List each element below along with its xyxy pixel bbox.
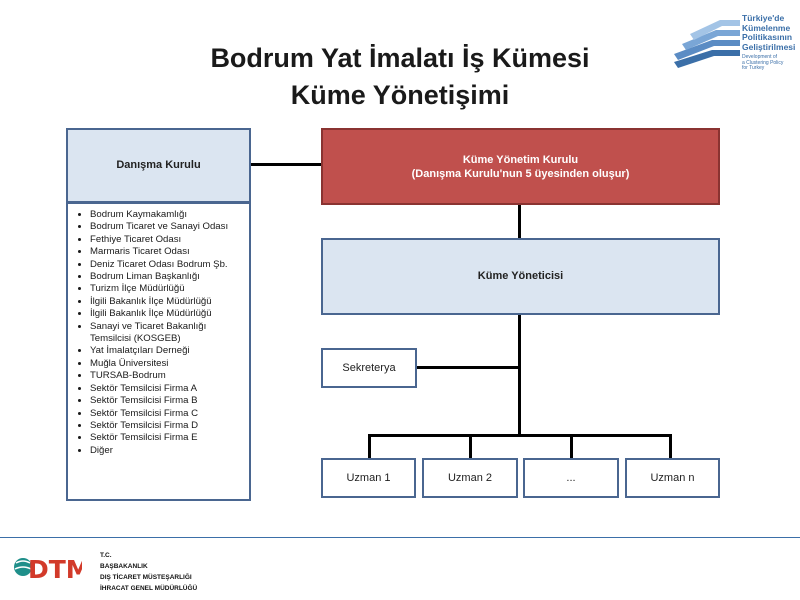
advisory-member-item: Muğla Üniversitesi <box>90 358 249 370</box>
manager-title: Küme Yöneticisi <box>477 270 564 282</box>
expert-box: Uzman n <box>625 458 720 498</box>
expert-label: ... <box>566 472 576 484</box>
advisory-member-item: Sektör Temsilcisi Firma E <box>90 432 249 444</box>
stairs-logo-icon <box>674 20 740 68</box>
logo-subtext: Development of a Clustering Policy for T… <box>742 54 784 72</box>
connector-advisory-board <box>249 163 323 166</box>
logo-sub-line: for Turkey <box>742 65 765 71</box>
connector-secretary <box>417 366 520 369</box>
advisory-member-item: İlgili Bakanlık İlçe Müdürlüğü <box>90 296 249 308</box>
advisory-member-item: Yat İmalatçıları Derneği <box>90 345 249 357</box>
dtm-logo-icon: DTM <box>14 555 91 584</box>
expert-label: Uzman 2 <box>447 472 493 484</box>
expert-box: Uzman 2 <box>422 458 518 498</box>
title-line-1: Bodrum Yat İmalatı İş Kümesi <box>210 43 590 73</box>
connector-expert-n <box>669 434 672 460</box>
advisory-member-item: Bodrum Liman Başkanlığı <box>90 271 249 283</box>
connector-expert-2 <box>469 434 472 460</box>
title-line-2: Küme Yönetişimi <box>290 80 510 110</box>
advisory-member-item: Bodrum Ticaret ve Sanayi Odası <box>90 221 249 233</box>
advisory-members-box: Bodrum KaymakamlığıBodrum Ticaret ve San… <box>66 202 251 501</box>
footer-line: T.C. <box>100 552 112 559</box>
logo-text: Türkiye'de Kümelenme Politikasının Geliş… <box>742 13 796 52</box>
connector-experts-bar <box>368 434 672 437</box>
advisory-member-item: Sektör Temsilcisi Firma B <box>90 395 249 407</box>
board-subtitle: (Danışma Kurulu'nun 5 üyesinden oluşur) <box>411 168 630 180</box>
advisory-member-item: Marmaris Ticaret Odası <box>90 246 249 258</box>
advisory-member-item: İlgili Bakanlık İlçe Müdürlüğü <box>90 308 249 320</box>
dtm-logo: DTM <box>12 550 91 589</box>
advisory-member-item: Turizm İlçe Müdürlüğü <box>90 283 249 295</box>
advisory-member-item: Sektör Temsilcisi Firma A <box>90 383 249 395</box>
advisory-board-title: Danışma Kurulu <box>116 159 201 171</box>
logo-line: Kümelenme <box>742 22 791 33</box>
footer-text: T.C. BAŞBAKANLIK DIŞ TİCARET MÜSTEŞARLIĞ… <box>100 550 197 594</box>
advisory-member-item: Sektör Temsilcisi Firma D <box>90 420 249 432</box>
org-chart: Danışma Kurulu Bodrum KaymakamlığıBodrum… <box>47 120 740 504</box>
connector-manager-experts <box>518 314 521 434</box>
connector-board-manager <box>518 203 521 239</box>
dtm-logo-text: DTM <box>28 555 82 584</box>
advisory-member-item: Deniz Ticaret Odası Bodrum Şb. <box>90 259 249 271</box>
expert-box: ... <box>523 458 619 498</box>
logo-sub-line: Development of <box>742 54 778 60</box>
advisory-member-item: Bodrum Kaymakamlığı <box>90 209 249 221</box>
board-title: Küme Yönetim Kurulu <box>462 154 579 166</box>
advisory-member-item: Sanayi ve Ticaret Bakanlığı Temsilcisi (… <box>90 321 249 346</box>
clustering-policy-logo <box>672 10 797 76</box>
footer-divider <box>0 537 800 538</box>
connector-expert-3 <box>570 434 573 460</box>
connector-expert-1 <box>368 434 371 460</box>
cluster-manager-box: Küme Yöneticisi <box>321 238 720 315</box>
expert-label: Uzman n <box>650 472 695 484</box>
logo-line: Politikasının <box>742 32 793 42</box>
footer-line: İHRACAT GENEL MÜDÜRLÜĞÜ <box>100 585 198 592</box>
advisory-member-item: Diğer <box>90 445 249 457</box>
secretary-box: Sekreterya <box>321 348 417 388</box>
expert-box: Uzman 1 <box>321 458 416 498</box>
logo-line: Türkiye'de <box>742 13 785 23</box>
slide-title: Bodrum Yat İmalatı İş Kümesi Küme Yöneti… <box>0 40 800 114</box>
advisory-member-item: Fethiye Ticaret Odası <box>90 234 249 246</box>
advisory-member-item: Sektör Temsilcisi Firma C <box>90 408 249 420</box>
logo-sub-line: a Clustering Policy <box>742 59 784 66</box>
advisory-members-list: Bodrum KaymakamlığıBodrum Ticaret ve San… <box>68 209 249 457</box>
advisory-member-item: TURSAB-Bodrum <box>90 370 249 382</box>
expert-label: Uzman 1 <box>346 472 391 484</box>
advisory-board-box: Danışma Kurulu <box>66 128 251 203</box>
logo-line: Geliştirilmesi <box>742 41 796 52</box>
footer-line: BAŞBAKANLIK <box>100 563 148 570</box>
management-board-box: Küme Yönetim Kurulu (Danışma Kurulu'nun … <box>321 128 720 205</box>
footer-line: DIŞ TİCARET MÜSTEŞARLIĞI <box>100 574 192 581</box>
secretary-title: Sekreterya <box>342 362 396 374</box>
